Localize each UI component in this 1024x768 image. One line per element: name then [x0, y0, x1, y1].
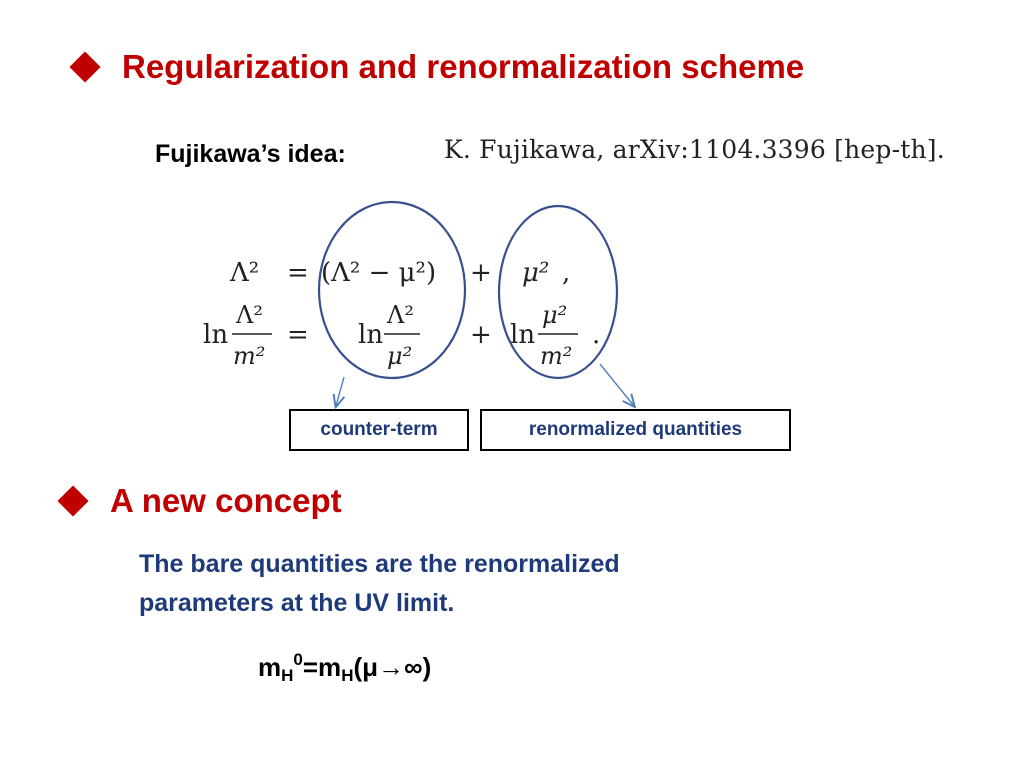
eq1-plus: + [470, 258, 492, 288]
eq1-counter-term: (Λ² − μ²) [321, 258, 436, 288]
eq2-lhs-numerator: Λ² [235, 301, 263, 329]
formula-sup1: 0 [293, 650, 303, 669]
eq2-renorm-denominator: m² [540, 342, 572, 370]
fujikawa-reference: K. Fujikawa, arXiv:1104.3396 [hep-th]. [444, 135, 945, 164]
higgs-mass-formula: mH0=mH(μ→∞) [258, 650, 431, 686]
eq1-lhs: Λ² [229, 258, 259, 288]
eq1-comma: , [562, 258, 570, 288]
counter-term-text: counter-term [320, 419, 438, 440]
eq2-period: . [592, 320, 600, 350]
eq2-equals: = [287, 320, 309, 350]
formula-sub2: H [341, 666, 354, 685]
eq2-lhs-denominator: m² [233, 342, 265, 370]
section-title: A new concept [110, 482, 342, 519]
formula-m1: m [258, 652, 282, 682]
renormalized-arrow [599, 363, 634, 406]
diamond-bullet-icon [57, 485, 89, 517]
counter-term-label: counter-term [289, 409, 469, 451]
eq1-renormalized: μ² [522, 258, 549, 288]
concept-line-2: parameters at the UV limit. [139, 589, 455, 617]
renormalized-quantities-label: renormalized quantities [480, 409, 791, 451]
concept-description: The bare quantities are the renormalized… [139, 545, 839, 623]
eq2-plus: + [470, 320, 492, 350]
counter-term-arrow [336, 376, 344, 406]
formula-arg: (μ→∞) [353, 652, 432, 682]
eq2-renorm-numerator: μ² [542, 301, 567, 329]
eq2-counter-denominator: μ² [387, 342, 412, 370]
section-heading-new-concept: A new concept [57, 482, 342, 520]
eq1-equals: = [287, 258, 309, 288]
section-heading-regularization: Regularization and renormalization schem… [69, 48, 805, 86]
eq2-renorm-ln: ln [510, 320, 535, 350]
renormalized-quantities-text: renormalized quantities [528, 419, 743, 440]
eq2-ln: ln [203, 320, 228, 350]
counter-term-ellipse [317, 200, 467, 380]
concept-line-1: The bare quantities are the renormalized [139, 550, 620, 578]
formula-eq: =m [302, 652, 342, 682]
eq2-counter-ln: ln [358, 320, 383, 350]
formula-sub1: H [281, 666, 294, 685]
eq2-counter-numerator: Λ² [386, 301, 414, 329]
section-title: Regularization and renormalization schem… [122, 48, 805, 85]
renormalized-ellipse [497, 204, 619, 380]
fujikawa-label: Fujikawa’s idea: [155, 140, 346, 168]
